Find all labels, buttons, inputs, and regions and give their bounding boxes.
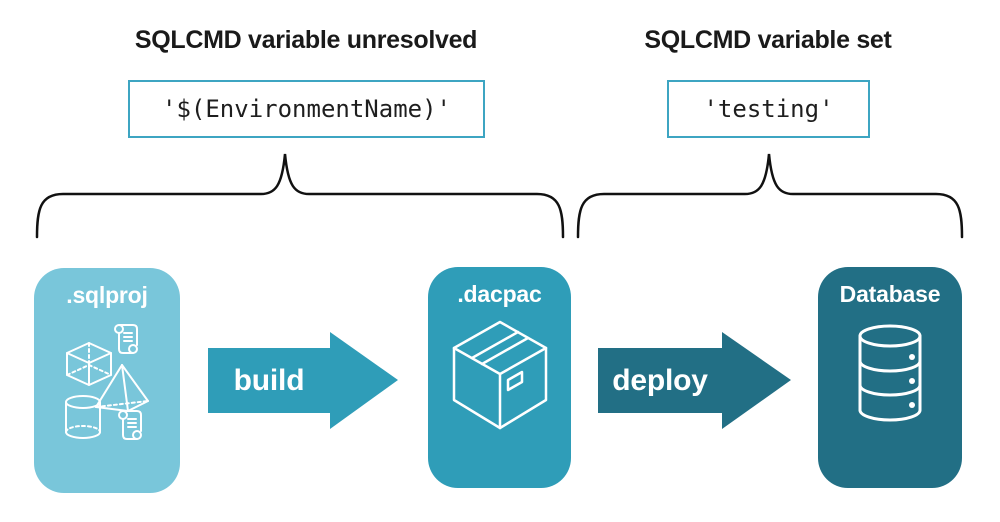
heading-variable-set: SQLCMD variable set — [644, 26, 892, 54]
database-cylinder-icon — [858, 324, 922, 422]
sqlproj-card: .sqlproj — [34, 268, 180, 493]
cube-icon — [66, 342, 112, 386]
sqlproj-card-title: .sqlproj — [66, 282, 148, 308]
heading-unresolved: SQLCMD variable unresolved — [134, 26, 478, 54]
code-box-unresolved: '$(EnvironmentName)' — [128, 80, 485, 138]
dacpac-card: .dacpac — [428, 267, 571, 488]
script-icon — [114, 324, 138, 354]
code-value-unresolved: '$(EnvironmentName)' — [162, 95, 451, 123]
dacpac-card-title: .dacpac — [457, 281, 542, 307]
package-box-icon — [452, 320, 547, 430]
pyramid-icon — [95, 364, 149, 412]
database-card: Database — [818, 267, 962, 488]
brace-right-icon — [576, 153, 964, 239]
database-card-title: Database — [839, 281, 941, 307]
script-icon — [118, 410, 142, 440]
deploy-arrow-label: deploy — [612, 363, 708, 397]
build-arrow-label: build — [233, 363, 305, 397]
cylinder-icon — [65, 395, 101, 439]
deploy-arrow — [598, 332, 791, 429]
code-value-set: 'testing' — [703, 95, 834, 123]
code-box-set: 'testing' — [667, 80, 870, 138]
sql-objects-icon — [65, 324, 149, 440]
build-arrow — [208, 332, 398, 429]
brace-left-icon — [35, 153, 565, 239]
